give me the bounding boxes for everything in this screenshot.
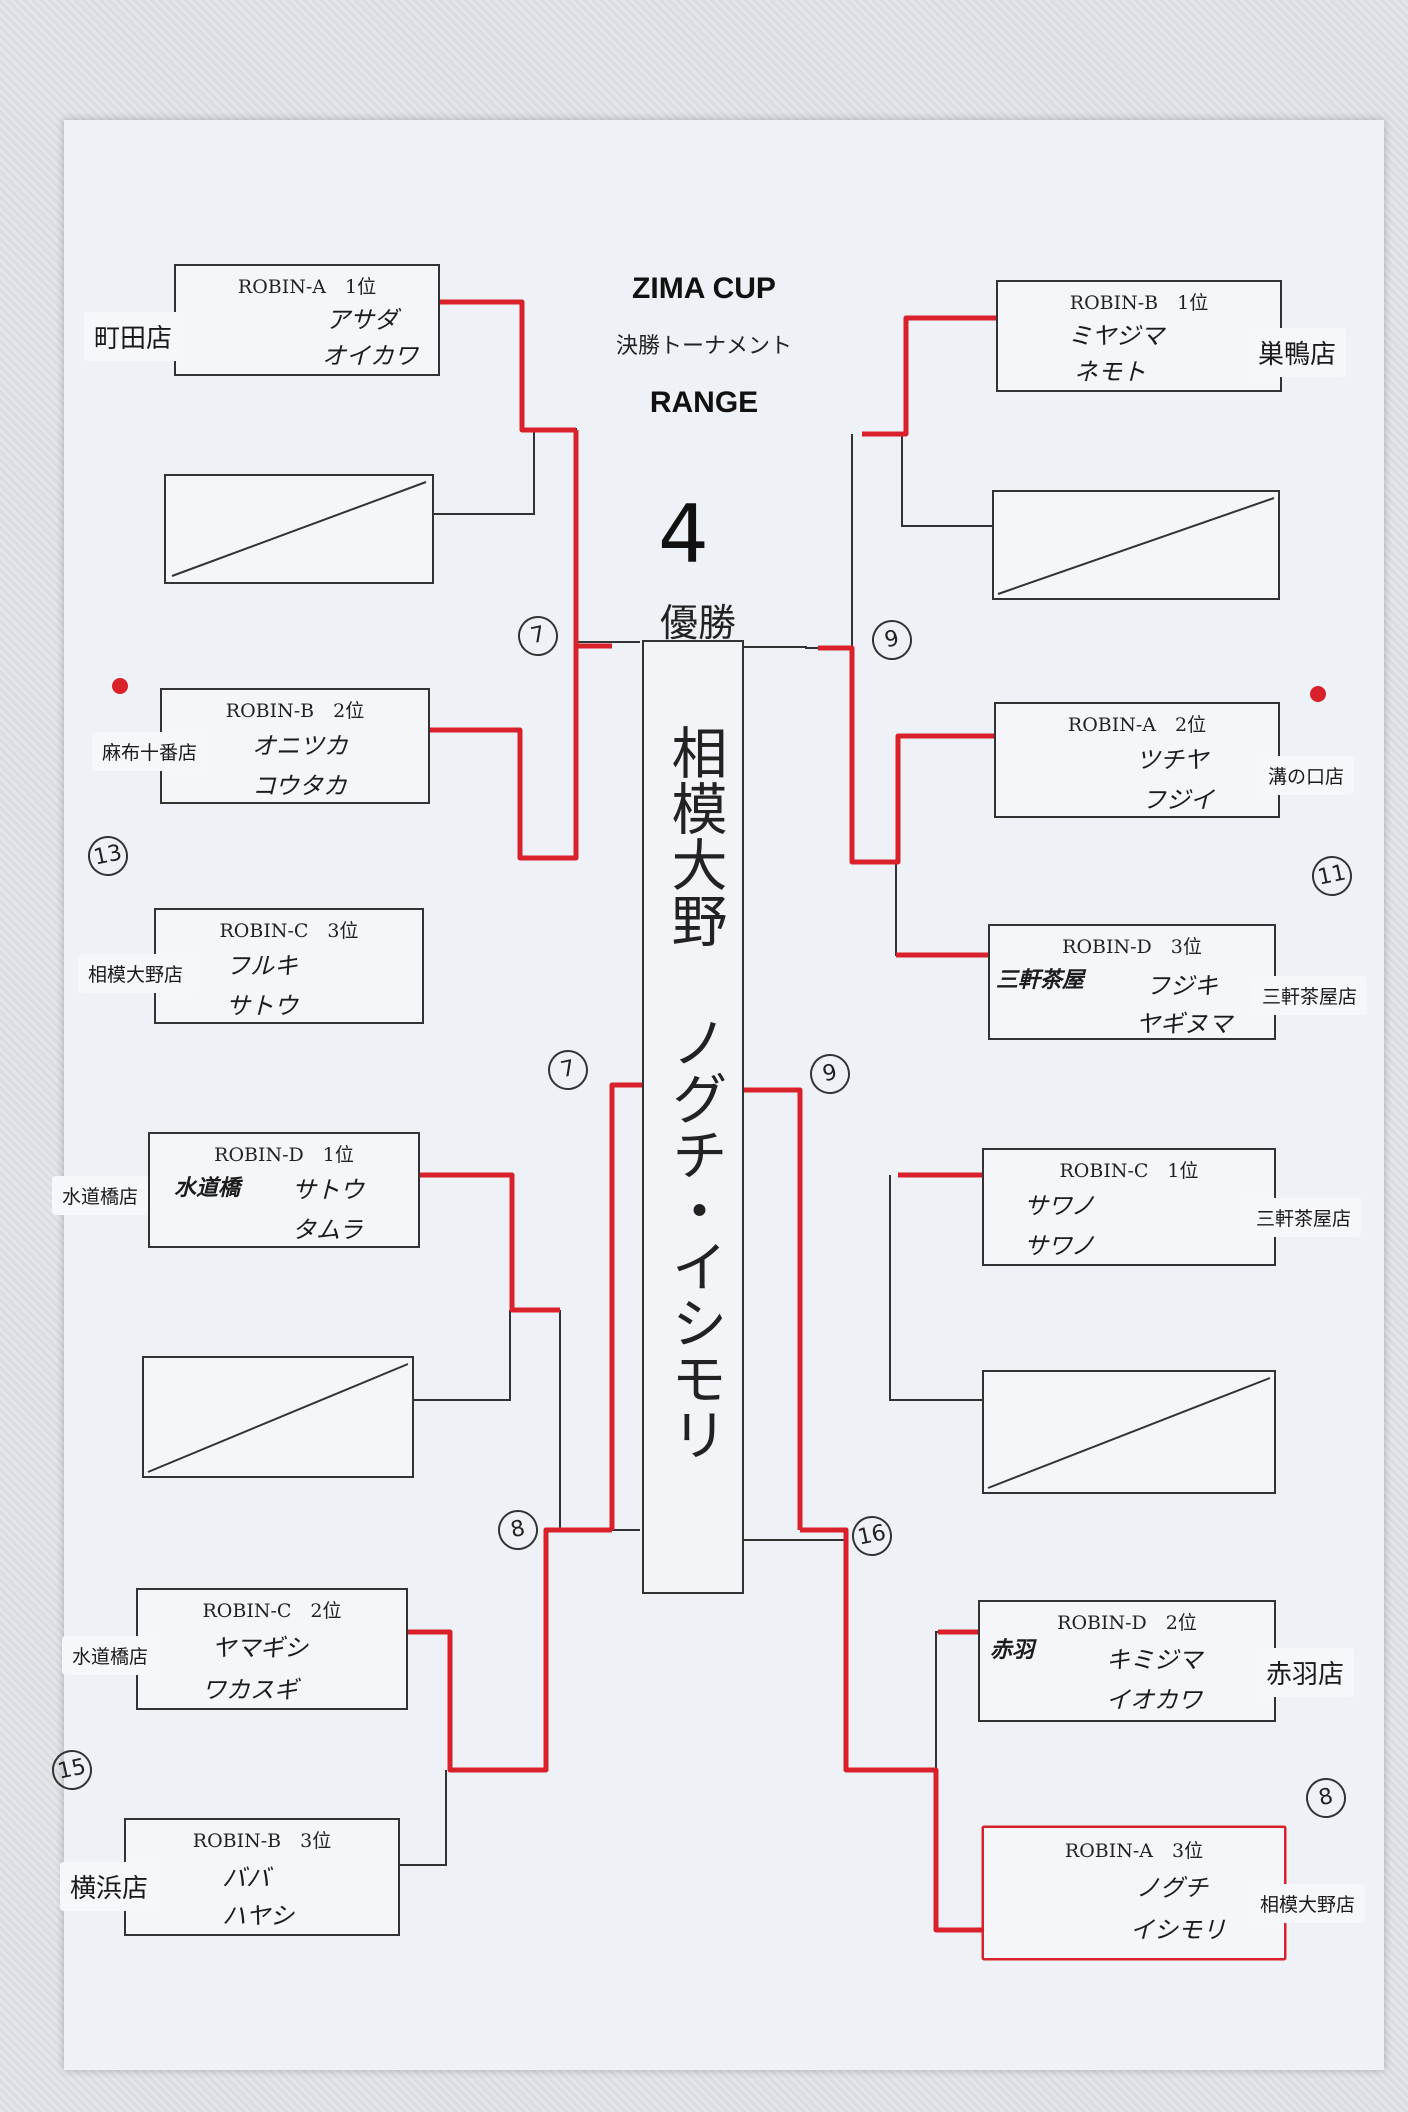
red-l1 <box>440 299 576 433</box>
player-1: ツチヤ <box>1136 746 1208 774</box>
player-2: イオカワ <box>1106 1686 1202 1714</box>
slot-header: ROBIN-B 1位 <box>1069 292 1209 314</box>
slot-header: ROBIN-A 2位 <box>1067 714 1207 736</box>
tournament-title: ZIMA CUP <box>632 272 776 305</box>
store-label-l6: 横浜店 <box>60 1862 159 1911</box>
winner-round-number: 4 <box>658 488 709 581</box>
slot-r1: ROBIN-B 1位 ミヤジマ ネモト <box>996 280 1282 392</box>
winner-box <box>642 640 744 1594</box>
store-label-r3: 三軒茶屋店 <box>1252 976 1368 1015</box>
winner-store-text: 相模大野 <box>662 724 727 948</box>
player-1: オニツカ <box>252 732 348 760</box>
player-2: ワカスギ <box>202 1676 298 1704</box>
store-label-r1: 巣鴨店 <box>1248 328 1347 377</box>
slot-r4: ROBIN-C 1位 サワノ サワノ <box>982 1148 1276 1266</box>
red-l2 <box>430 643 612 861</box>
player-1: アサダ <box>326 306 398 334</box>
bye-slot-l2 <box>142 1356 414 1478</box>
line-l-q1 <box>575 428 640 643</box>
line-l6 <box>400 1770 447 1866</box>
winner-store: 相模大野 <box>650 650 738 967</box>
winner-team: ノグチ・イシモリ <box>650 940 738 1481</box>
slot-l3: ROBIN-C 3位 フルキ サトウ <box>154 908 424 1024</box>
slot-header: ROBIN-C 1位 <box>1059 1160 1199 1182</box>
bye-slot-l1 <box>164 474 434 584</box>
player-2: ヤギヌマ <box>1136 1010 1232 1038</box>
slot-tag: 水道橋 <box>174 1176 241 1201</box>
tournament-subtitle: 決勝トーナメント <box>615 334 792 359</box>
slot-header: ROBIN-C 2位 <box>202 1600 342 1622</box>
player-2: ハヤシ <box>222 1902 294 1930</box>
marker-dot-left <box>112 678 128 694</box>
player-2: タムラ <box>292 1216 363 1244</box>
slot-header: ROBIN-B 3位 <box>192 1830 332 1852</box>
winner-label: 優勝 <box>660 601 737 645</box>
player-1: サワノ <box>1024 1192 1095 1220</box>
slot-r3: ROBIN-D 3位 三軒茶屋 フジキ ヤギヌマ <box>988 924 1276 1040</box>
player-2: サトウ <box>226 992 298 1020</box>
slot-header: ROBIN-D 3位 <box>1062 936 1202 958</box>
slot-l6: ROBIN-B 3位 ババ ハヤシ <box>124 1818 400 1936</box>
red-r-semi <box>744 1087 803 1530</box>
store-label-r4: 三軒茶屋店 <box>1246 1198 1362 1237</box>
player-1: キミジマ <box>1106 1646 1202 1674</box>
bye-slot-r1 <box>992 490 1280 600</box>
red-r1 <box>862 315 996 437</box>
line-l-bye1 <box>434 428 535 515</box>
player-2: ネモト <box>1074 358 1146 386</box>
store-label-r5: 赤羽店 <box>1256 1648 1355 1697</box>
player-1: ノグチ <box>1136 1874 1208 1902</box>
player-1: ババ <box>222 1864 270 1892</box>
player-2: コウタカ <box>252 772 348 800</box>
store-label-l5: 水道橋店 <box>62 1636 159 1675</box>
red-l5 <box>406 1527 612 1773</box>
player-2: フジイ <box>1142 786 1214 814</box>
player-2: イシモリ <box>1130 1916 1226 1944</box>
red-l-semi <box>609 1082 642 1530</box>
line-l-bye2 <box>414 1310 511 1401</box>
store-label-l1: 町田店 <box>84 312 183 361</box>
player-2: オイカワ <box>322 342 418 370</box>
winner-team-text: ノグチ・イシモリ <box>662 1014 727 1462</box>
bye-slot-r2 <box>982 1370 1276 1494</box>
slot-l5: ROBIN-C 2位 ヤマギシ ワカスギ <box>136 1588 408 1710</box>
line-r-bye2 <box>889 1175 982 1401</box>
slot-header: ROBIN-D 1位 <box>214 1144 354 1166</box>
red-r6 <box>800 1527 984 1933</box>
player-1: フジキ <box>1146 972 1218 1000</box>
slot-l1: ROBIN-A 1位 アサダ オイカワ <box>174 264 440 376</box>
slot-r2: ROBIN-A 2位 ツチヤ フジイ <box>994 702 1280 818</box>
group-title: RANGE <box>649 386 759 419</box>
line-r-q1 <box>744 434 853 649</box>
player-2: サワノ <box>1024 1232 1095 1260</box>
slot-r6: ROBIN-A 3位 ノグチ イシモリ <box>984 1828 1284 1958</box>
slot-header: ROBIN-B 2位 <box>225 700 365 722</box>
slot-l4: ROBIN-D 1位 水道橋 サトウ タムラ <box>148 1132 420 1248</box>
player-1: ヤマギシ <box>212 1634 308 1662</box>
player-1: ミヤジマ <box>1068 322 1164 350</box>
slot-header: ROBIN-A 1位 <box>237 276 377 298</box>
red-r2 <box>818 645 994 865</box>
slot-header: ROBIN-A 3位 <box>1064 1840 1204 1862</box>
store-label-l3: 相模大野店 <box>78 954 194 993</box>
player-1: フルキ <box>226 952 298 980</box>
slot-r5: ROBIN-D 2位 赤羽 キミジマ イオカワ <box>978 1600 1276 1722</box>
line-r3 <box>895 860 988 956</box>
marker-dot-right <box>1310 686 1326 702</box>
red-l4 <box>420 1172 560 1313</box>
line-r5 <box>935 1631 980 1860</box>
store-label-r6: 相模大野店 <box>1250 1884 1366 1923</box>
slot-tag: 三軒茶屋 <box>996 968 1085 993</box>
store-label-l2: 麻布十番店 <box>92 732 208 771</box>
line-l-q2 <box>559 1310 640 1531</box>
slot-header: ROBIN-C 3位 <box>219 920 359 942</box>
store-label-r2: 溝の口店 <box>1258 756 1355 795</box>
player-1: サトウ <box>292 1176 364 1204</box>
store-label-l4: 水道橋店 <box>52 1176 149 1215</box>
line-r-bye1 <box>901 434 992 527</box>
slot-tag: 赤羽 <box>990 1638 1035 1663</box>
slot-header: ROBIN-D 2位 <box>1057 1612 1197 1634</box>
